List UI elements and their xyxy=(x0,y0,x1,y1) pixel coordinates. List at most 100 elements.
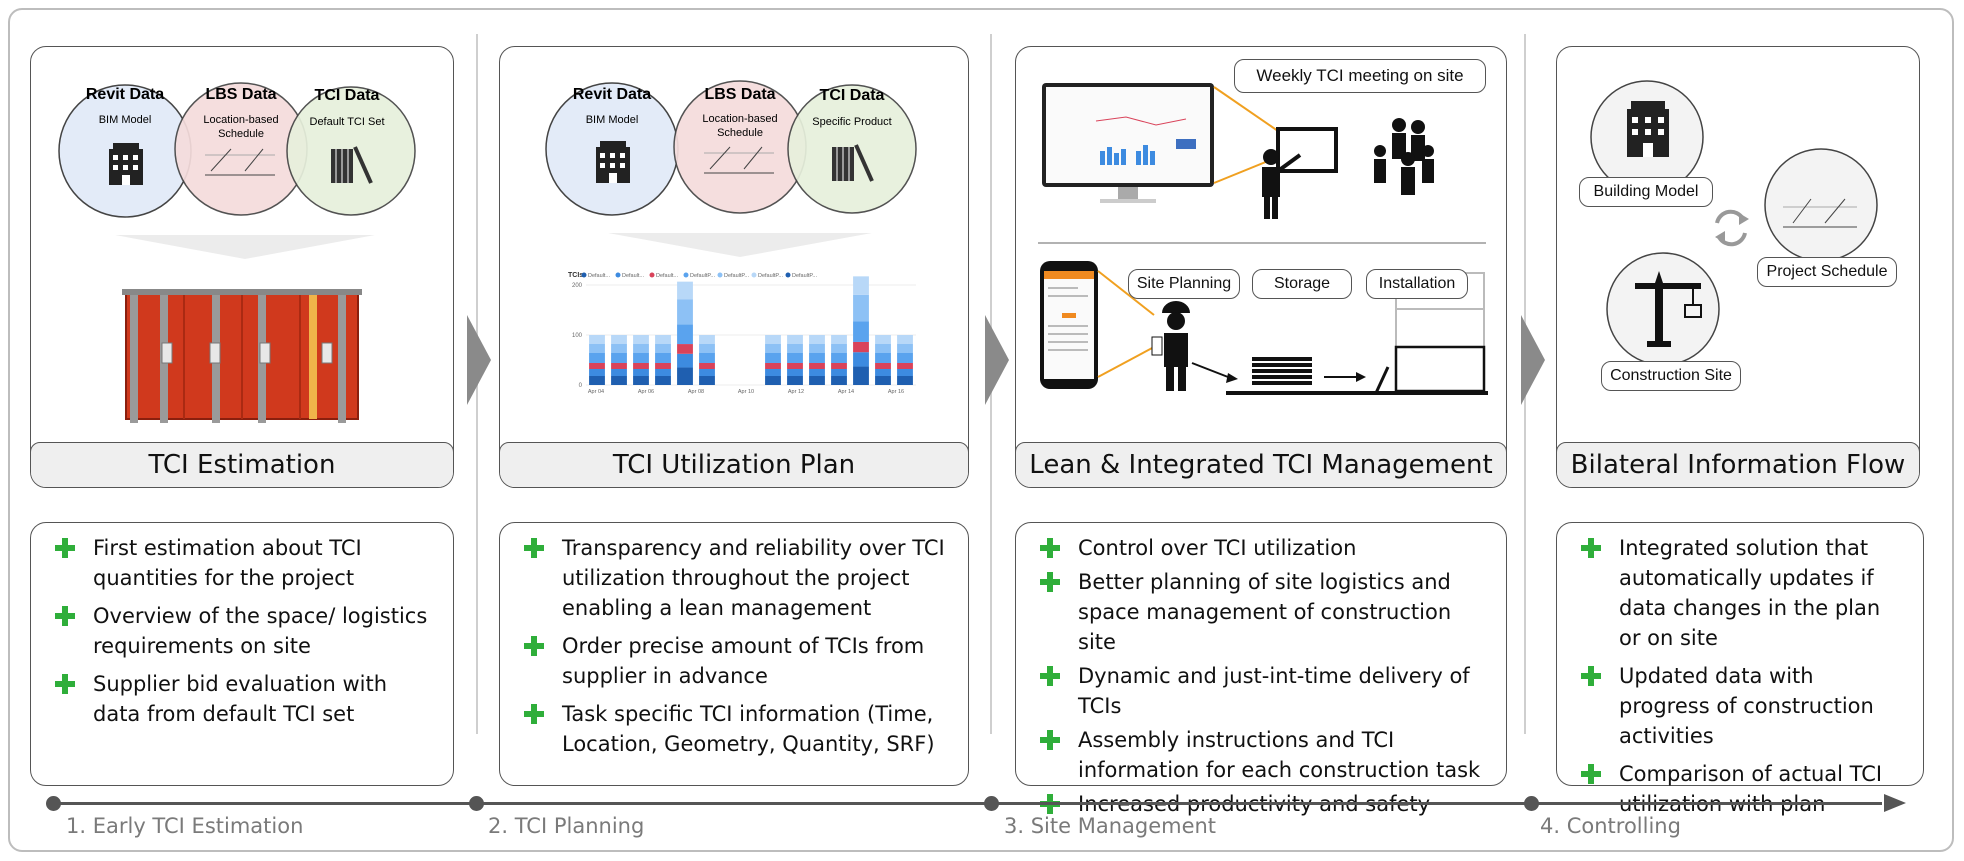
bar-segment xyxy=(677,344,693,354)
bar-segment xyxy=(655,353,671,363)
benefit-item: Comparison of actual TCI utilization wit… xyxy=(1581,759,1905,819)
bar-segment xyxy=(655,363,671,369)
bar-segment xyxy=(655,344,671,353)
chart-ylabel: TCIs xyxy=(568,272,583,279)
formwork-icon xyxy=(832,144,874,182)
timeline-dot xyxy=(984,796,999,811)
funnel-shadow xyxy=(115,235,375,259)
bar-segment xyxy=(633,369,649,376)
plus-icon xyxy=(524,704,544,724)
site-management-illustration xyxy=(1038,83,1488,395)
building-model-label: Building Model xyxy=(1579,177,1713,207)
legend-label: DefaultP... xyxy=(792,273,817,279)
timeline-arrowhead xyxy=(1884,794,1906,812)
lbs-title: LBS Data xyxy=(205,86,276,103)
project-schedule-circle xyxy=(1764,148,1878,262)
bar-segment xyxy=(897,344,913,353)
bar-segment xyxy=(765,376,781,385)
bar-segment xyxy=(611,344,627,353)
legend-marker xyxy=(751,272,757,278)
legend-label: Default... xyxy=(622,273,644,279)
building-icon xyxy=(596,141,630,183)
bar-segment xyxy=(809,344,825,353)
building-icon xyxy=(109,143,143,185)
timeline-dot xyxy=(469,796,484,811)
bar-segment xyxy=(765,369,781,376)
bar-segment xyxy=(677,353,693,368)
bar-segment xyxy=(897,353,913,363)
bar-segment xyxy=(633,344,649,353)
legend-label: Default... xyxy=(656,273,678,279)
benefits-box-site-management: Control over TCI utilization Better plan… xyxy=(1015,522,1507,816)
bar-segment xyxy=(809,363,825,369)
bar-segment xyxy=(655,369,671,376)
benefit-item: Order precise amount of TCIs from suppli… xyxy=(524,631,950,691)
benefits-box-controlling: Integrated solution that automatically u… xyxy=(1556,522,1924,816)
legend-marker xyxy=(683,272,689,278)
legend-marker xyxy=(649,272,655,278)
plus-icon xyxy=(55,674,75,694)
worker-icon xyxy=(1151,301,1190,391)
bar-segment xyxy=(589,376,605,385)
bar-segment xyxy=(831,335,847,344)
bar-segment xyxy=(809,335,825,344)
bar-segment xyxy=(633,363,649,369)
bar-segment xyxy=(831,376,847,385)
tci-sub: Default TCI Set xyxy=(310,116,385,128)
timeline-dot xyxy=(1524,796,1539,811)
legend-label: DefaultP... xyxy=(724,273,749,279)
x-tick-label: Apr 08 xyxy=(688,389,704,395)
panel-title: TCI Estimation xyxy=(31,442,453,487)
bar-segment xyxy=(897,369,913,376)
tci-utilization-chart: TCIs0100200Default...Default...Default..… xyxy=(568,272,916,395)
plus-icon xyxy=(524,538,544,558)
bar-segment xyxy=(765,353,781,363)
bar-segment xyxy=(699,335,715,344)
bar-segment xyxy=(787,363,803,369)
mobile-app-image xyxy=(1040,261,1098,389)
bar-segment xyxy=(809,369,825,376)
crane-icon xyxy=(1635,271,1702,347)
bar-segment xyxy=(875,344,891,353)
bar-segment xyxy=(611,369,627,376)
plus-icon xyxy=(1581,666,1601,686)
bar-segment xyxy=(831,344,847,353)
lbs-sub1: Location-based xyxy=(203,114,278,126)
bar-segment xyxy=(765,335,781,344)
meeting-label: Weekly TCI meeting on site xyxy=(1234,59,1486,93)
x-tick-label: Apr 16 xyxy=(888,389,904,395)
bar-segment xyxy=(655,376,671,385)
revit-title: Revit Data xyxy=(86,86,164,103)
bar-segment xyxy=(677,324,693,345)
timeline-label-planning: 2. TCI Planning xyxy=(488,814,645,838)
plus-icon xyxy=(1040,666,1060,686)
schedule-icon xyxy=(205,148,275,176)
bar-segment xyxy=(677,281,693,300)
bar-segment xyxy=(875,376,891,385)
bar-segment xyxy=(875,363,891,369)
formwork-panels-image xyxy=(122,289,362,423)
plus-icon xyxy=(1040,572,1060,592)
plus-icon xyxy=(1040,538,1060,558)
bar-segment xyxy=(787,335,803,344)
benefit-item: Overview of the space/ logistics require… xyxy=(55,601,435,661)
legend-marker xyxy=(615,272,621,278)
legend-label: DefaultP... xyxy=(758,273,783,279)
bar-segment xyxy=(787,376,803,385)
legend-label: Default... xyxy=(588,273,610,279)
tci-sub: Specific Product xyxy=(812,116,891,128)
bar-segment xyxy=(853,321,869,342)
information-flow-illustration xyxy=(1590,80,1878,366)
formwork-icon xyxy=(331,146,373,184)
building-icon xyxy=(1627,101,1669,157)
benefit-item: Updated data with progress of constructi… xyxy=(1581,661,1905,751)
bar-segment xyxy=(875,335,891,344)
construction-site-label: Construction Site xyxy=(1601,361,1741,391)
schedule-icon xyxy=(704,146,774,174)
legend-marker xyxy=(717,272,723,278)
plus-icon xyxy=(1040,730,1060,750)
lbs-title: LBS Data xyxy=(704,86,775,103)
monitor-dashboard-image xyxy=(1042,83,1214,203)
y-tick-label: 0 xyxy=(579,383,583,389)
bar-segment xyxy=(677,367,693,385)
